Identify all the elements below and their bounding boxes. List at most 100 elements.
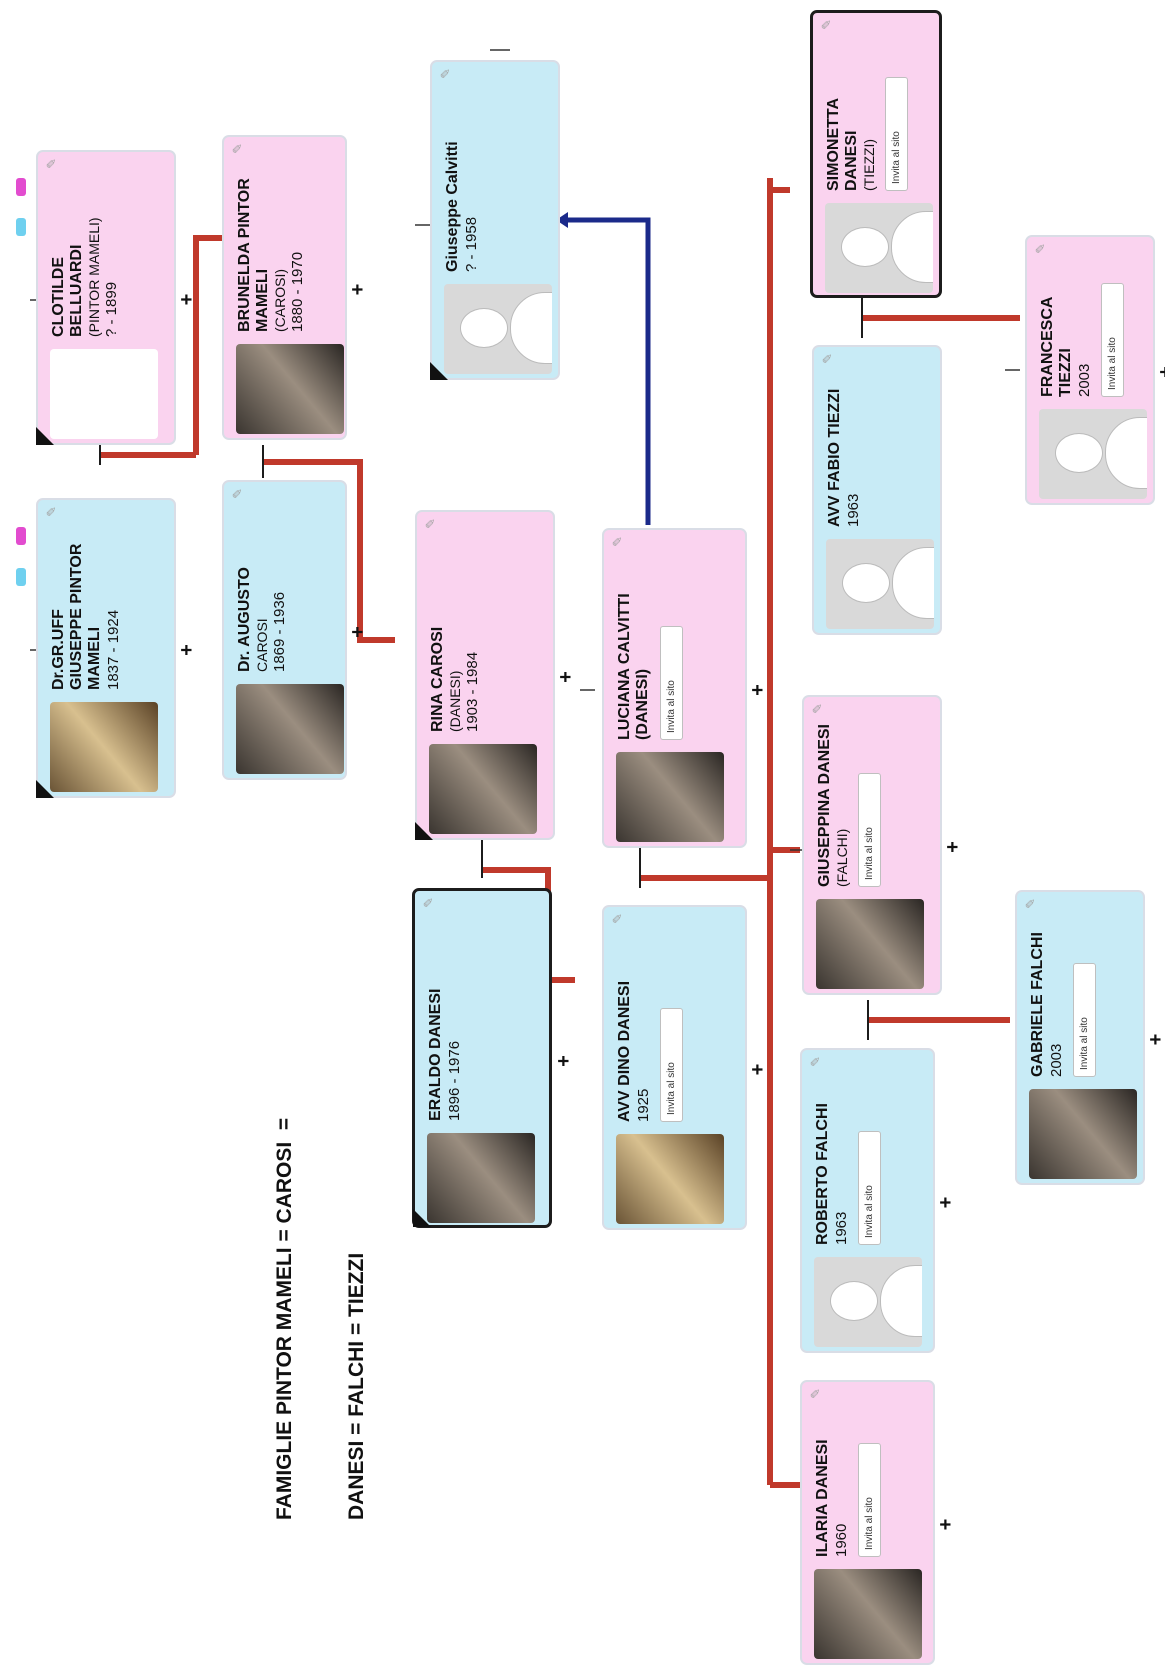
person-card-augusto-carosi[interactable]: Dr. AUGUSTO CAROSI 1869 - 1936 ✎ + bbox=[222, 480, 369, 780]
mourning-ribbon-icon bbox=[36, 780, 54, 798]
add-relative-icon[interactable]: + bbox=[942, 841, 964, 853]
person-photo-placeholder bbox=[825, 203, 933, 293]
add-relative-icon[interactable]: + bbox=[935, 1196, 957, 1209]
add-relative-icon[interactable]: + bbox=[747, 1063, 769, 1076]
add-relative-icon[interactable]: + bbox=[176, 293, 198, 306]
person-dates: ? - 1958 bbox=[463, 216, 480, 272]
person-name: AVV FABIO TIEZZI bbox=[826, 388, 843, 527]
pencil-icon[interactable]: ✎ bbox=[44, 506, 59, 517]
caption-line-1: FAMIGLIE PINTOR MAMELI = CAROSI = bbox=[273, 1117, 296, 1520]
person-dates: 1960 bbox=[833, 1523, 850, 1557]
person-married-name: (TIEZZI) bbox=[861, 138, 877, 191]
person-name: SIMONETTA DANESI bbox=[825, 98, 860, 191]
person-photo bbox=[50, 349, 158, 439]
person-married-name: (DANESI) bbox=[447, 670, 463, 732]
mourning-ribbon-icon bbox=[413, 1209, 431, 1227]
pencil-icon[interactable]: ✎ bbox=[230, 143, 245, 154]
person-photo bbox=[816, 899, 924, 989]
mourning-ribbon-icon bbox=[36, 427, 54, 445]
person-photo bbox=[236, 684, 344, 774]
person-card-simonetta-danesi[interactable]: SIMONETTA DANESI (TIEZZI) Invita al sito… bbox=[810, 10, 942, 298]
person-card-ilaria-danesi[interactable]: ILARIA DANESI 1960 Invita al sito ✎ + bbox=[800, 1380, 957, 1665]
invite-button[interactable]: Invita al sito bbox=[858, 1131, 881, 1245]
person-card-giuseppe-pintor-mameli[interactable]: Dr.GR.UFF GIUSEPPE PINTOR MAMELI 1837 - … bbox=[36, 498, 198, 798]
person-photo bbox=[1029, 1089, 1137, 1179]
person-dates: 1963 bbox=[833, 1211, 850, 1245]
person-name: LUCIANA CALVITTI (DANESI) bbox=[616, 593, 651, 740]
person-photo bbox=[814, 1569, 922, 1659]
person-card-fabio-tiezzi[interactable]: AVV FABIO TIEZZI 1963 ✎ bbox=[812, 345, 942, 635]
pencil-icon[interactable]: ✎ bbox=[44, 158, 59, 169]
add-relative-icon[interactable]: + bbox=[1145, 1033, 1165, 1046]
add-relative-icon[interactable]: + bbox=[347, 283, 369, 296]
add-relative-icon[interactable]: + bbox=[347, 626, 369, 638]
person-photo bbox=[50, 702, 158, 792]
mourning-ribbon-icon bbox=[415, 822, 433, 840]
pencil-icon[interactable]: ✎ bbox=[810, 703, 825, 714]
pencil-icon[interactable]: ✎ bbox=[808, 1388, 823, 1399]
tag-marker bbox=[16, 568, 26, 586]
pencil-icon[interactable]: ✎ bbox=[819, 19, 834, 30]
person-name: RINA CAROSI bbox=[429, 626, 446, 732]
pencil-icon[interactable]: ✎ bbox=[423, 518, 438, 529]
invite-button[interactable]: Invita al sito bbox=[858, 1443, 881, 1557]
person-photo bbox=[616, 1134, 724, 1224]
add-relative-icon[interactable]: + bbox=[1155, 366, 1165, 378]
person-dates: 1903 - 1984 bbox=[464, 651, 481, 732]
person-card-luciana-calvitti[interactable]: LUCIANA CALVITTI (DANESI) Invita al sito… bbox=[602, 528, 769, 848]
pencil-icon[interactable]: ✎ bbox=[808, 1056, 823, 1067]
person-card-giuseppe-calvitti[interactable]: Giuseppe Calvitti ? - 1958 ✎ bbox=[430, 60, 560, 380]
pencil-icon[interactable]: ✎ bbox=[610, 536, 625, 547]
person-card-rina-carosi[interactable]: RINA CAROSI (DANESI) 1903 - 1984 ✎ + bbox=[415, 510, 577, 840]
person-name: BRUNELDA PINTOR MAMELI bbox=[236, 178, 271, 332]
person-dates: 1896 - 1976 bbox=[446, 1040, 463, 1121]
person-married-name: (PINTOR MAMELI) bbox=[86, 217, 102, 337]
caption-line-2: DANESI = FALCHI = TIEZZI bbox=[345, 1252, 368, 1520]
invite-button[interactable]: Invita al sito bbox=[885, 77, 908, 191]
person-dates: ? - 1899 bbox=[103, 281, 120, 337]
add-relative-icon[interactable]: + bbox=[555, 671, 577, 683]
person-name: AVV DINO DANESI bbox=[616, 980, 633, 1122]
mourning-ribbon-icon bbox=[430, 362, 448, 380]
person-dates: 1869 - 1936 bbox=[271, 591, 288, 672]
person-card-eraldo-danesi[interactable]: ERALDO DANESI 1896 - 1976 ✎ + bbox=[412, 888, 575, 1228]
add-relative-icon[interactable]: + bbox=[553, 1055, 575, 1067]
pencil-icon[interactable]: ✎ bbox=[230, 488, 245, 499]
pencil-icon[interactable]: ✎ bbox=[438, 68, 453, 79]
pencil-icon[interactable]: ✎ bbox=[1033, 243, 1048, 254]
person-photo bbox=[429, 744, 537, 834]
person-card-brunelda-pintor-mameli[interactable]: BRUNELDA PINTOR MAMELI (CAROSI) 1880 - 1… bbox=[222, 135, 369, 440]
add-relative-icon[interactable]: + bbox=[176, 644, 198, 656]
person-card-clotilde-belluardi[interactable]: CLOTILDE BELLUARDI (PINTOR MAMELI) ? - 1… bbox=[36, 150, 198, 445]
person-married-name: (FALCHI) bbox=[834, 828, 850, 887]
person-dates: 1963 bbox=[845, 493, 862, 527]
invite-button[interactable]: Invita al sito bbox=[660, 1008, 683, 1122]
invite-button[interactable]: Invita al sito bbox=[660, 626, 683, 740]
person-dates: 1837 - 1924 bbox=[105, 609, 122, 690]
add-relative-icon[interactable]: + bbox=[747, 684, 769, 696]
person-name: GABRIELE FALCHI bbox=[1029, 932, 1046, 1077]
invite-button[interactable]: Invita al sito bbox=[1101, 283, 1124, 397]
pencil-icon[interactable]: ✎ bbox=[610, 913, 625, 924]
person-dates: 1880 - 1970 bbox=[289, 251, 306, 332]
person-card-gabriele-falchi[interactable]: GABRIELE FALCHI 2003 Invita al sito ✎ + bbox=[1015, 890, 1165, 1185]
tree-caption: FAMIGLIE PINTOR MAMELI = CAROSI = DANESI… bbox=[225, 1040, 393, 1520]
person-name: ILARIA DANESI bbox=[814, 1439, 831, 1557]
person-name: Dr. AUGUSTO bbox=[236, 567, 253, 672]
person-dates: 2003 bbox=[1076, 363, 1093, 397]
pencil-icon[interactable]: ✎ bbox=[820, 353, 835, 364]
person-dates: 1925 bbox=[635, 1088, 652, 1122]
add-relative-icon[interactable]: + bbox=[935, 1518, 957, 1531]
invite-button[interactable]: Invita al sito bbox=[1073, 963, 1096, 1077]
pencil-icon[interactable]: ✎ bbox=[1023, 898, 1038, 909]
person-card-roberto-falchi[interactable]: ROBERTO FALCHI 1963 Invita al sito ✎ + bbox=[800, 1048, 957, 1353]
pencil-icon[interactable]: ✎ bbox=[421, 897, 436, 908]
person-card-dino-danesi[interactable]: AVV DINO DANESI 1925 Invita al sito ✎ + bbox=[602, 905, 769, 1230]
person-photo-placeholder bbox=[814, 1257, 922, 1347]
person-card-francesca-tiezzi[interactable]: FRANCESCA TIEZZI 2003 Invita al sito ✎ + bbox=[1025, 235, 1165, 505]
person-card-giuseppina-danesi[interactable]: GIUSEPPINA DANESI (FALCHI) Invita al sit… bbox=[802, 695, 964, 995]
person-photo-placeholder bbox=[444, 284, 552, 374]
invite-button[interactable]: Invita al sito bbox=[858, 773, 881, 887]
tag-marker bbox=[16, 178, 26, 196]
tag-marker bbox=[16, 527, 26, 545]
